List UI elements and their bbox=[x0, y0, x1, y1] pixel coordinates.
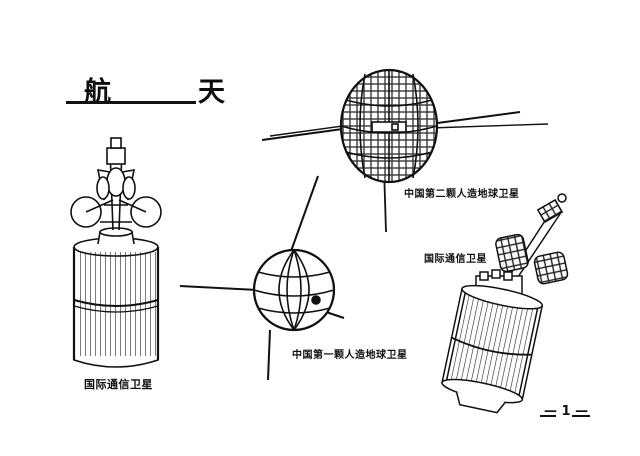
title-underline bbox=[66, 101, 196, 104]
caption-intelsat-right: 国际通信卫星 bbox=[424, 254, 487, 265]
caption-china-first-satellite: 中国第一颗人造地球卫星 bbox=[292, 350, 408, 361]
intelsat-right-drawing bbox=[441, 193, 569, 414]
china-first-satellite-drawing bbox=[179, 175, 345, 381]
china-second-satellite-drawing bbox=[261, 68, 549, 233]
caption-intelsat-left: 国际通信卫星 bbox=[84, 378, 153, 391]
intelsat-left-drawing bbox=[70, 137, 162, 368]
caption-china-second-satellite: 中国第二颗人造地球卫星 bbox=[404, 189, 520, 200]
page-number: — 1 — bbox=[544, 404, 589, 419]
